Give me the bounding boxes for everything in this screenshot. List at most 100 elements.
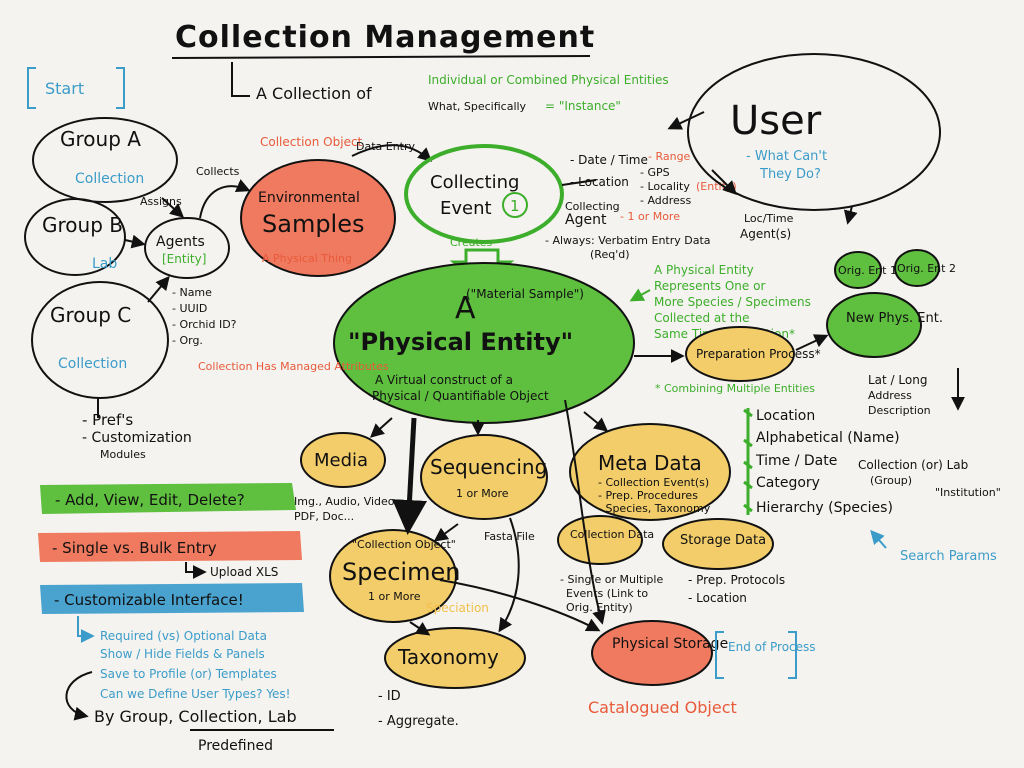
phys-note-line: A Physical Entity bbox=[654, 263, 754, 277]
prep-note: - Prep. Protocols bbox=[688, 573, 785, 587]
diagram-title: Collection Management bbox=[175, 20, 595, 55]
phys-title: "Physical Entity" bbox=[348, 328, 573, 356]
search-collection: Collection (or) Lab bbox=[858, 458, 968, 472]
search-params-arrow bbox=[870, 529, 887, 549]
title-underline bbox=[171, 55, 591, 59]
group-c-title: Group C bbox=[50, 303, 131, 327]
upload-arrow bbox=[185, 562, 207, 579]
new-phys-label: New Phys. Ent. bbox=[846, 311, 943, 326]
arrow-env-event bbox=[351, 144, 433, 162]
prefs-item: Modules bbox=[100, 448, 146, 461]
interface-predefined: Predefined bbox=[198, 738, 273, 754]
event-reqd: (Req'd) bbox=[590, 248, 630, 261]
phys-note-line: Represents One or bbox=[654, 279, 765, 293]
event-line1: Collecting bbox=[430, 172, 519, 193]
sequencing-title: Sequencing bbox=[430, 455, 547, 479]
search-item: Hierarchy (Species) bbox=[756, 500, 893, 516]
metadata-node bbox=[569, 423, 731, 521]
events-note: Orig. Entity) bbox=[566, 601, 633, 614]
event-agents: Agent(s) bbox=[740, 227, 791, 241]
interface-item: Show / Hide Fields & Panels bbox=[100, 647, 265, 661]
event-location: - Location bbox=[570, 175, 629, 189]
metadata-item: - Prep. Procedures bbox=[598, 489, 698, 502]
blue-bar bbox=[40, 583, 304, 614]
sequencing-sub: 1 or More bbox=[456, 487, 509, 500]
interface-item: Required (vs) Optional Data bbox=[100, 629, 267, 643]
phys-material: ("Material Sample") bbox=[466, 287, 584, 301]
phys-desc2: Physical / Quantifiable Object bbox=[372, 389, 549, 403]
storage-data-label: Storage Data bbox=[680, 533, 766, 548]
metadata-title: Meta Data bbox=[598, 451, 702, 475]
phys-note-line: More Species / Specimens bbox=[654, 295, 811, 309]
env-line1: Environmental bbox=[258, 190, 360, 206]
arrow-user-newphys bbox=[843, 205, 858, 225]
event-number-badge bbox=[502, 192, 528, 218]
agent-attr: - Org. bbox=[172, 334, 203, 347]
search-latlong: Lat / Long bbox=[868, 373, 927, 387]
media-node bbox=[300, 432, 386, 488]
start-label: Start bbox=[45, 79, 84, 98]
taxonomy-label: Taxonomy bbox=[397, 645, 499, 669]
group-c-sub: Collection bbox=[58, 356, 127, 372]
prep-note: - Location bbox=[688, 591, 747, 605]
arrow-seq-taxonomy bbox=[498, 517, 520, 633]
group-b-node bbox=[24, 198, 126, 276]
collection-data-label: Collection Data bbox=[570, 528, 654, 541]
event-range: - Range bbox=[648, 150, 691, 163]
agents-title: Agents bbox=[156, 234, 205, 250]
user-title: User bbox=[730, 98, 822, 144]
media-types1: Img., Audio, Video bbox=[294, 495, 395, 508]
interface-aggregate: - Aggregate. bbox=[378, 714, 459, 729]
arrow-user-event bbox=[711, 169, 737, 195]
metadata-item: - Collection Event(s) bbox=[598, 476, 709, 489]
prefs-item: - Customization bbox=[82, 430, 192, 446]
media-types2: PDF, Doc... bbox=[294, 510, 354, 523]
arrow-agents-env bbox=[199, 179, 251, 219]
event-attr-connector bbox=[561, 179, 597, 186]
event-address: - Address bbox=[640, 194, 692, 207]
events-note: - Single or Multiple bbox=[560, 573, 663, 586]
interface-arrow bbox=[77, 616, 95, 643]
orig-ent-2-label: Orig. Ent 2 bbox=[897, 262, 956, 275]
interface-loop-arrow bbox=[65, 671, 93, 721]
specimen-sub: 1 or More bbox=[368, 590, 421, 603]
orig-ent-1-label: Orig. Ent 1 bbox=[838, 264, 897, 277]
search-group: (Group) bbox=[870, 474, 912, 487]
prep-label: Preparation Process* bbox=[696, 347, 821, 361]
prep-process-node bbox=[685, 326, 795, 382]
event-loc-time: Loc/Time bbox=[744, 212, 794, 225]
arrow-prep-newphys bbox=[795, 334, 829, 351]
end-process-brackets bbox=[715, 631, 797, 679]
arrow-phys-storage bbox=[564, 399, 606, 625]
arrow-phys-media bbox=[369, 417, 393, 438]
group-c-node bbox=[31, 281, 169, 399]
arrow-user-subtitle bbox=[667, 111, 705, 130]
env-collection-object: Collection Object bbox=[260, 135, 363, 149]
agent-attr: - Orchid ID? bbox=[172, 318, 237, 331]
collection-attrs-label: Collection Has Managed Attributes bbox=[198, 360, 389, 373]
agent-attr: - Name bbox=[172, 286, 212, 299]
interface-by: By Group, Collection, Lab bbox=[94, 707, 297, 726]
storage-data-node bbox=[662, 518, 774, 570]
arrow-groupa-agents bbox=[161, 197, 185, 218]
search-address: Address bbox=[868, 389, 912, 402]
event-locality: - Locality bbox=[640, 180, 690, 193]
agents-entity: [Entity] bbox=[162, 252, 206, 266]
group-a-title: Group A bbox=[60, 127, 141, 151]
group-b-title: Group B bbox=[42, 213, 123, 237]
events-note: Events (Link to bbox=[566, 587, 648, 600]
env-samples-node bbox=[240, 159, 396, 277]
event-collecting: Collecting bbox=[565, 200, 620, 213]
taxonomy-node bbox=[384, 627, 526, 689]
event-always: - Always: Verbatim Entry Data bbox=[545, 234, 711, 247]
event-date: - Date / Time bbox=[570, 153, 648, 167]
phys-note-arrow bbox=[629, 288, 651, 302]
phys-note-line: Collected at the bbox=[654, 311, 749, 325]
phys-a: A bbox=[455, 291, 476, 326]
collecting-event-node bbox=[404, 144, 564, 244]
arrow-seq-specimen bbox=[433, 523, 459, 542]
search-item: Location bbox=[756, 408, 815, 424]
search-params: Search Params bbox=[900, 549, 997, 564]
subtitle-instance: = "Instance" bbox=[545, 99, 621, 113]
collection-data-node bbox=[557, 515, 643, 565]
